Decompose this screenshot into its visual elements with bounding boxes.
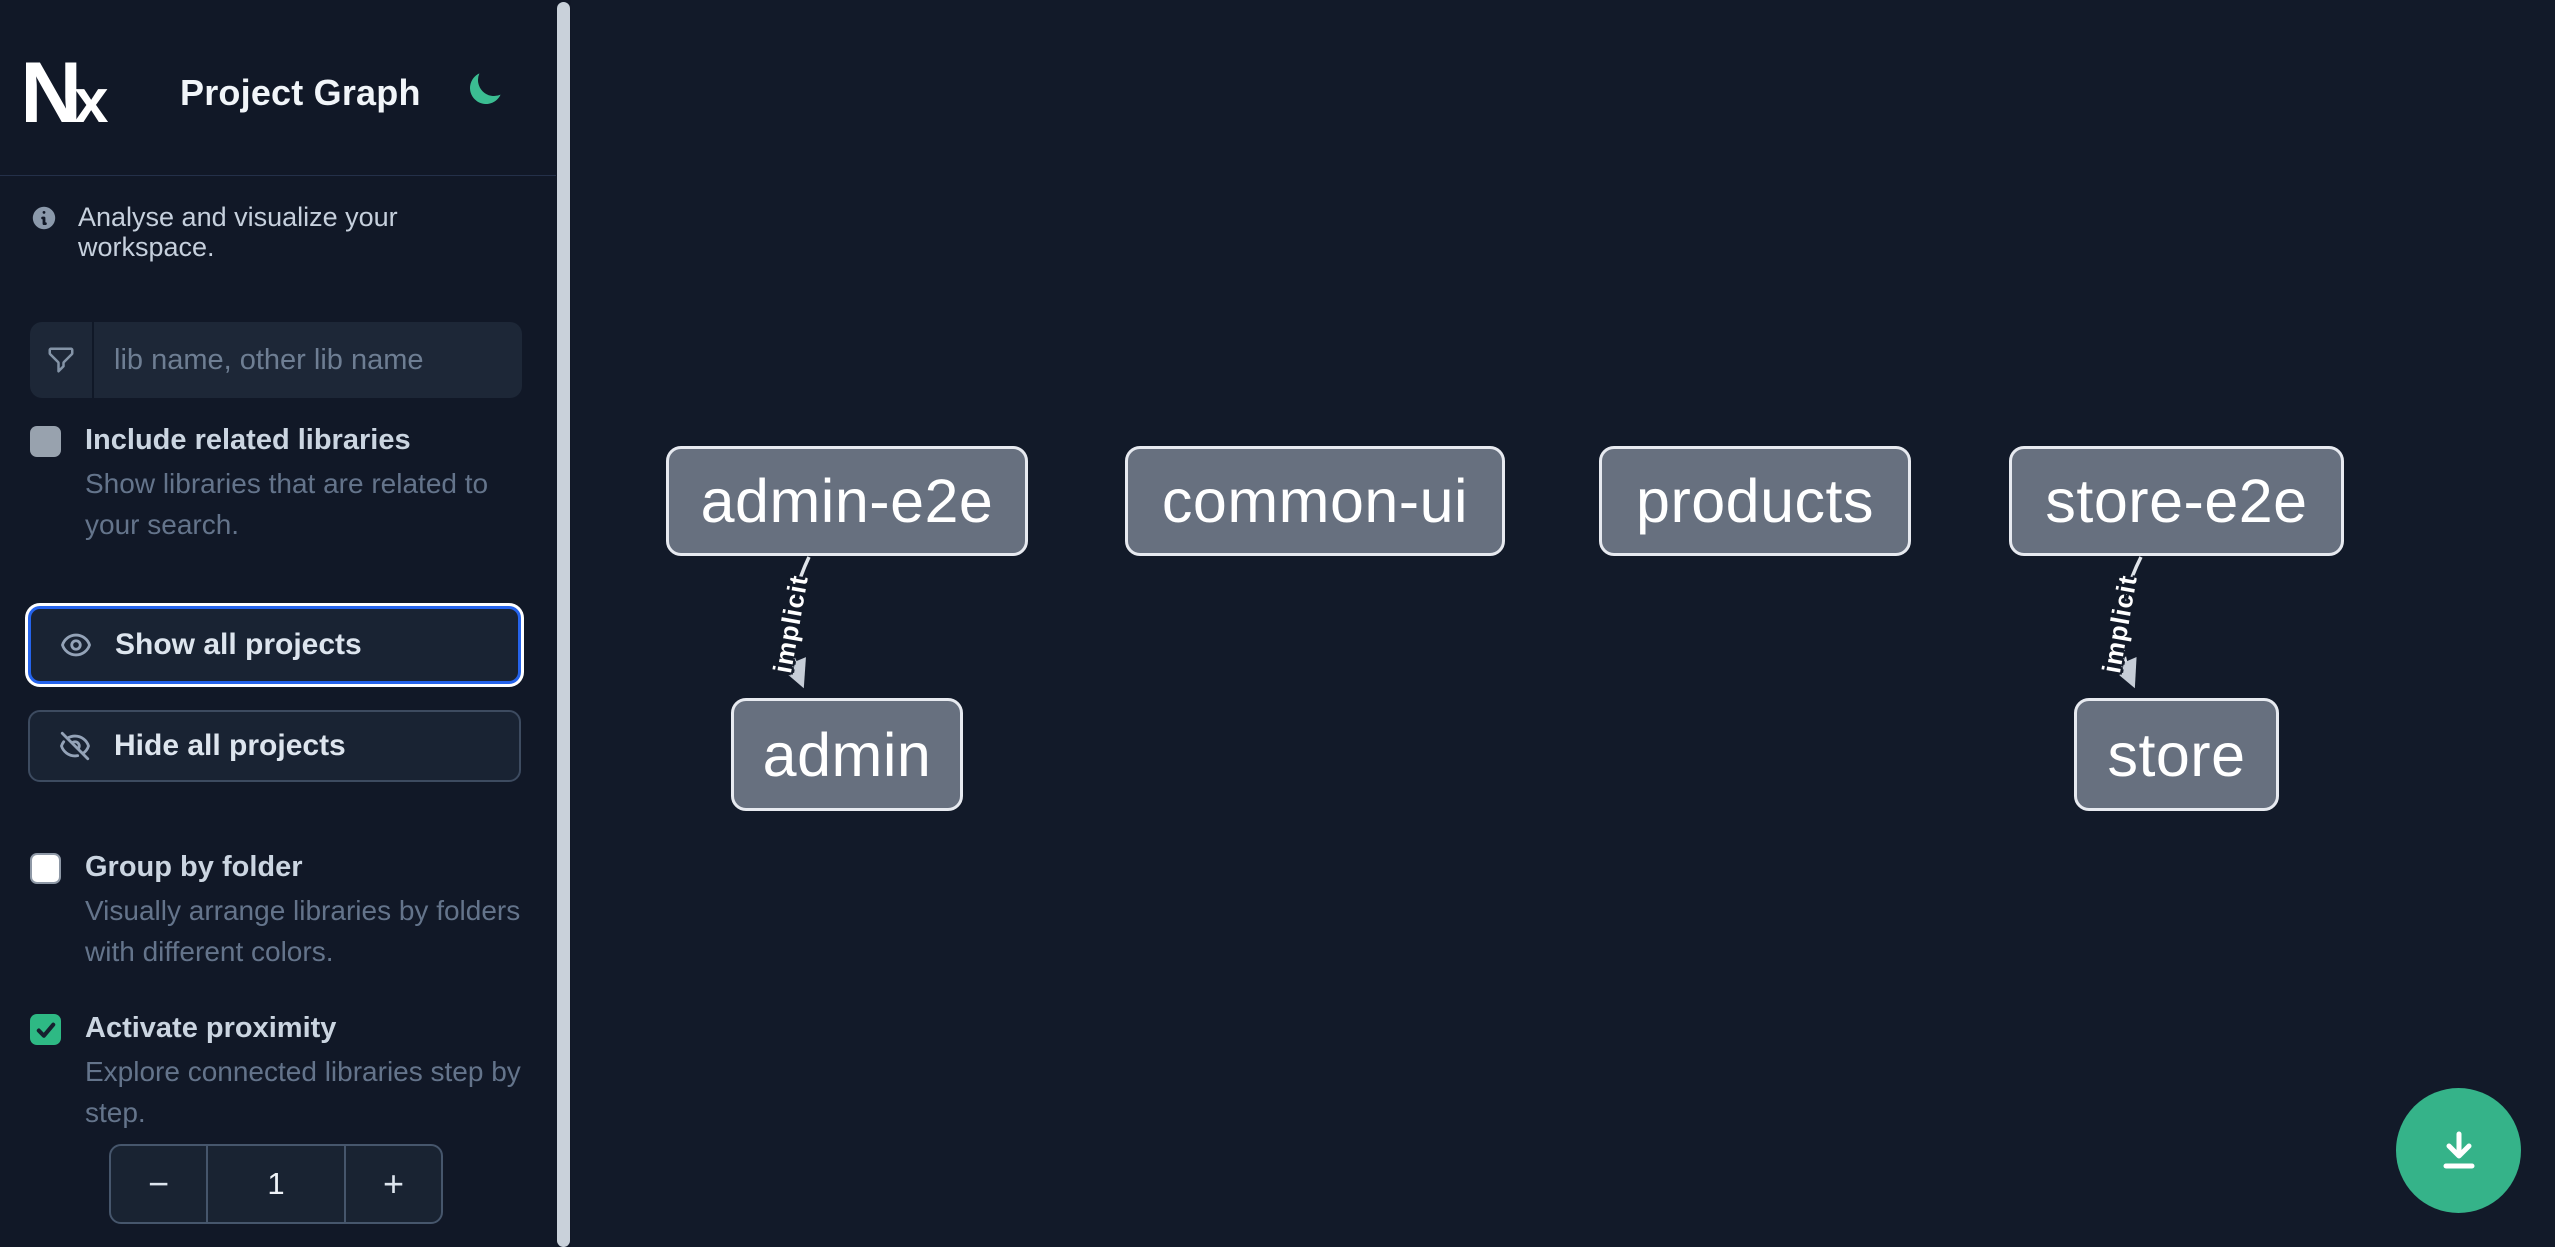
toggle-description: Show libraries that are related to your … <box>85 468 489 540</box>
hide-all-projects-button[interactable]: Hide all projects <box>28 710 521 782</box>
toggle-description: Visually arrange libraries by folders wi… <box>85 895 521 967</box>
sidebar-scrollbar[interactable] <box>556 0 571 1247</box>
filter-icon-cell <box>30 322 94 398</box>
info-icon <box>32 206 56 230</box>
check-icon <box>36 1022 55 1038</box>
toggle-description: Explore connected libraries step by step… <box>85 1056 521 1128</box>
nx-logo-icon: N x <box>20 45 109 141</box>
page-title: Project Graph <box>180 72 421 113</box>
toggle-text: Include related libraries Show libraries… <box>85 424 527 545</box>
graph-node-admin[interactable]: admin <box>731 698 963 811</box>
toggle-activate-proximity[interactable]: Activate proximity Explore connected lib… <box>30 1012 527 1133</box>
graph-node-store[interactable]: store <box>2074 698 2279 811</box>
filter-funnel-icon <box>48 347 74 373</box>
proximity-depth-stepper: − + <box>109 1144 443 1224</box>
filter-input-group <box>30 322 522 398</box>
toggle-label: Activate proximity <box>85 1012 337 1044</box>
graph-node-products[interactable]: products <box>1599 446 1911 556</box>
theme-toggle-button[interactable] <box>458 60 514 116</box>
toggle-text: Group by folder Visually arrange librari… <box>85 851 527 972</box>
download-icon <box>2443 1131 2474 1168</box>
toggle-label: Group by folder <box>85 851 303 883</box>
activate-proximity-checkbox[interactable] <box>30 1014 61 1045</box>
workspace-info: Analyse and visualize your workspace. <box>30 202 530 262</box>
edge-admin-e2e-to-admin <box>780 556 811 689</box>
nx-logo: N x <box>20 45 126 141</box>
scrollbar-thumb[interactable] <box>557 2 570 1247</box>
toggle-label: Include related libraries <box>85 424 411 456</box>
stepper-decrement-button[interactable]: − <box>111 1146 208 1222</box>
graph-canvas[interactable]: implicit implicit admin-e2e common-ui pr… <box>571 0 2555 1247</box>
stepper-value-input[interactable] <box>208 1146 344 1222</box>
graph-edges <box>780 556 2143 689</box>
toggle-group-by-folder[interactable]: Group by folder Visually arrange librari… <box>30 851 527 972</box>
info-text: Analyse and visualize your workspace. <box>78 202 398 262</box>
edge-store-e2e-to-store <box>2110 556 2143 689</box>
toggle-text: Activate proximity Explore connected lib… <box>85 1012 527 1133</box>
eye-off-icon <box>60 731 90 761</box>
show-all-projects-button[interactable]: Show all projects <box>28 606 521 684</box>
graph-node-admin-e2e[interactable]: admin-e2e <box>666 446 1028 556</box>
svg-text:N: N <box>26 54 82 128</box>
download-graph-fab[interactable] <box>2396 1088 2521 1213</box>
svg-text:x: x <box>74 67 109 128</box>
graph-node-store-e2e[interactable]: store-e2e <box>2009 446 2344 556</box>
moon-icon <box>470 73 501 104</box>
graph-node-common-ui[interactable]: common-ui <box>1125 446 1505 556</box>
button-label: Show all projects <box>115 628 362 661</box>
sidebar-header: N x Project Graph <box>0 0 557 176</box>
stepper-increment-button[interactable]: + <box>344 1146 441 1222</box>
sidebar: N x Project Graph Analyse and visualize … <box>0 0 557 1247</box>
filter-input[interactable] <box>94 322 522 398</box>
eye-icon <box>61 633 91 657</box>
toggle-include-related-libraries[interactable]: Include related libraries Show libraries… <box>30 424 527 545</box>
group-by-folder-checkbox[interactable] <box>30 853 61 884</box>
button-label: Hide all projects <box>114 729 346 762</box>
include-related-libraries-checkbox[interactable] <box>30 426 61 457</box>
